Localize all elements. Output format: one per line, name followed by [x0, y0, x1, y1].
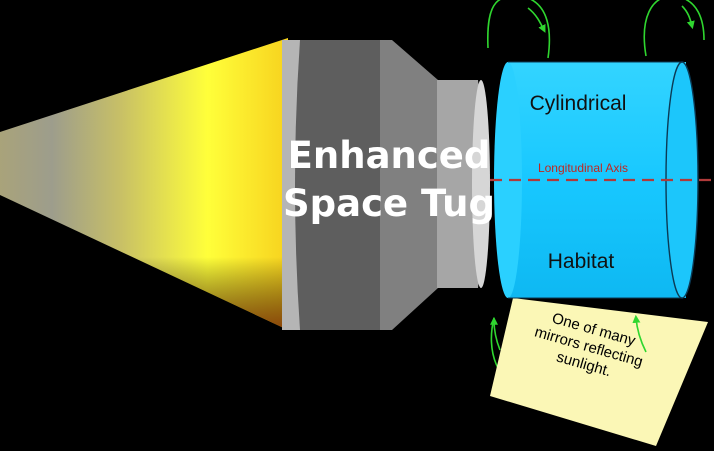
rotation-arrowhead-bottom-left	[490, 316, 501, 351]
mirror-panel: One of many mirrors reflecting sunlight.	[490, 298, 708, 446]
rotation-arrowhead-bottom-right	[632, 314, 647, 353]
habitat-label-cylindrical: Cylindrical	[530, 92, 627, 115]
longitudinal-axis-label: Longitudinal Axis	[538, 161, 628, 175]
exhaust-plume	[0, 38, 288, 330]
tug-forward-module	[437, 80, 484, 288]
habitat-label-habitat: Habitat	[548, 250, 615, 273]
rotation-arrow-top-right	[643, 0, 705, 57]
cylindrical-habitat: Cylindrical Habitat Longitudinal Axis	[490, 61, 712, 299]
tug-taper	[380, 40, 438, 330]
tug-title-line2: Space Tug	[283, 182, 495, 225]
tug-main-body	[295, 40, 385, 330]
rotation-arrowhead-top-right	[681, 5, 695, 30]
habitat-end-cap	[494, 62, 522, 298]
rotation-arrowhead-top-left	[527, 7, 546, 33]
docking-ring	[472, 80, 490, 288]
rotation-arrow-top-left	[487, 0, 551, 59]
rotation-arrows-front	[490, 5, 695, 353]
space-tug: Enhanced Space Tug	[282, 40, 495, 330]
tug-title-line1: Enhanced	[288, 134, 491, 177]
